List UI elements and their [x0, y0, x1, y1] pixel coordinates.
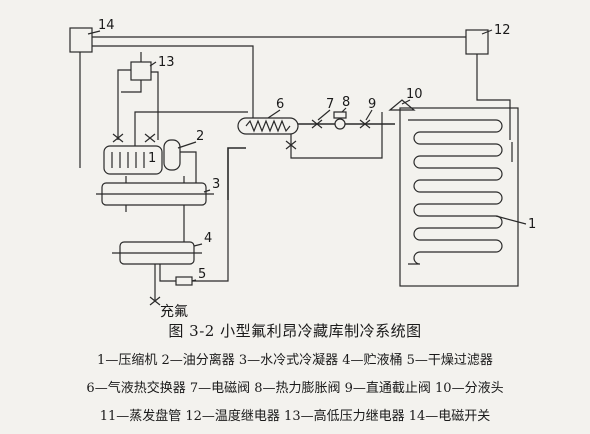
pressure-relay-box — [130, 61, 152, 81]
temperature-relay-box — [465, 29, 489, 55]
callout-7: 7 — [326, 97, 334, 112]
liquid-line — [227, 147, 246, 200]
wire-temp-relay-to-coil — [476, 54, 511, 140]
callout-10: 10 — [406, 87, 423, 102]
legend-line-1: 1—压缩机 2—油分离器 3—水冷式冷凝器 4—贮液桶 5—干燥过滤器 — [97, 353, 493, 368]
callout-3: 3 — [212, 177, 220, 192]
callout-11: 1 — [528, 217, 536, 232]
oil-separator — [163, 139, 181, 171]
callout-lines — [87, 29, 527, 282]
suction-return-line — [134, 111, 248, 146]
wire-pressure-relay-2 — [121, 80, 142, 93]
receiver-to-filter — [159, 264, 176, 282]
charge-valve-icon — [149, 296, 161, 306]
filter-drier — [175, 276, 193, 286]
expansion-valve-cap — [333, 111, 347, 119]
electromagnetic-switch-box — [69, 27, 93, 53]
callout-2: 2 — [196, 129, 204, 144]
cold-storage-room — [399, 107, 519, 287]
callout-9: 9 — [368, 97, 376, 112]
wire-switch-to-pipe — [92, 45, 254, 108]
figure-caption: 图 3-2 小型氟利昂冷藏库制冷系统图 — [168, 322, 422, 340]
legend-line-2: 6—气液热交换器 7—电磁阀 8—热力膨胀阀 9—直通截止阀 10—分液头 — [86, 381, 504, 396]
discharge-line — [180, 151, 197, 183]
charge-label: 充氟 — [160, 304, 188, 320]
hx-stem-bottom — [290, 112, 383, 159]
hx-side-valve — [285, 140, 297, 150]
expansion-valve-icon — [334, 118, 346, 130]
wire-pressure-relay-1 — [117, 69, 131, 140]
callout-4: 4 — [204, 231, 212, 246]
legend-line-3: 11—蒸发盘管 12—温度继电器 13—高低压力继电器 14—电磁开关 — [99, 409, 491, 424]
callout-5: 5 — [198, 267, 206, 282]
compressor — [103, 145, 163, 175]
callout-6: 6 — [276, 97, 284, 112]
solenoid-valve-icon — [311, 119, 323, 129]
callout-13: 13 — [158, 55, 175, 70]
stop-valve-icon — [359, 119, 371, 129]
evaporator-coil — [408, 119, 503, 265]
wire-pressure-relay-3 — [151, 71, 159, 140]
condenser-outlets — [125, 176, 185, 212]
callout-8: 8 — [342, 95, 350, 110]
callout-14: 14 — [98, 18, 115, 33]
heat-exchanger-coil — [245, 119, 291, 133]
discharge-valve-icon — [144, 133, 156, 143]
suction-valve-icon — [112, 133, 124, 143]
compressor-fins — [111, 152, 145, 168]
callout-12: 12 — [494, 23, 511, 38]
filter-to-liquid-line — [192, 200, 229, 282]
callout-1: 1 — [148, 151, 156, 166]
